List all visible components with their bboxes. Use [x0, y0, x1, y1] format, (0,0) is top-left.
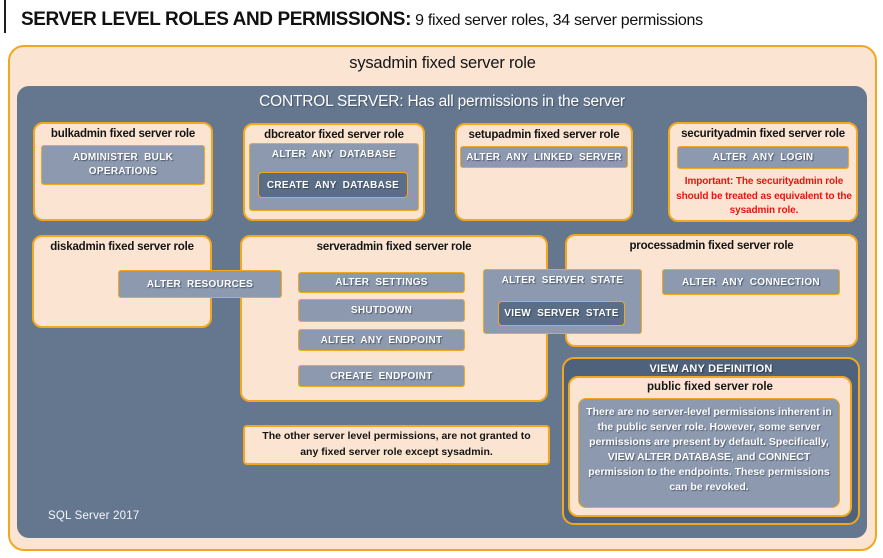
diskadmin-title: diskadmin fixed server role — [50, 241, 194, 253]
role-box-setupadmin: setupadmin fixed server role ALTER ANY L… — [455, 123, 633, 221]
role-box-bulkadmin: bulkadmin fixed server role ADMINISTER B… — [33, 122, 213, 221]
control-server-title: CONTROL SERVER: Has all permissions in t… — [259, 93, 625, 110]
page-title-bold: SERVER LEVEL ROLES AND PERMISSIONS: — [21, 9, 412, 30]
permission-view-any-definition: VIEW ANY DEFINITION — [649, 363, 773, 375]
view-any-definition-box: VIEW ANY DEFINITION public fixed server … — [562, 357, 860, 525]
page-title: SERVER LEVEL ROLES AND PERMISSIONS: 9 fi… — [21, 9, 703, 31]
dbcreator-title: dbcreator fixed server role — [264, 129, 404, 141]
serveradmin-title: serveradmin fixed server role — [316, 241, 472, 253]
role-box-public: public fixed server role There are no se… — [568, 376, 852, 517]
public-role-title: public fixed server role — [647, 381, 773, 393]
control-server-box: CONTROL SERVER: Has all permissions in t… — [17, 86, 867, 538]
permission-alter-server-state: ALTER SERVER STATE VIEW SERVER STATE — [483, 269, 642, 334]
permission-alter-any-login: ALTER ANY LOGIN — [677, 146, 849, 169]
permission-alter-any-linked-server: ALTER ANY LINKED SERVER — [460, 146, 628, 168]
role-box-securityadmin: securityadmin fixed server role ALTER AN… — [668, 122, 858, 222]
permission-create-endpoint: CREATE ENDPOINT — [298, 365, 465, 387]
public-role-note: There are no server-level permissions in… — [578, 398, 840, 508]
setupadmin-title: setupadmin fixed server role — [468, 129, 620, 141]
permission-shutdown: SHUTDOWN — [298, 299, 465, 322]
other-permissions-note: The other server level permissions, are … — [243, 425, 550, 465]
permission-view-server-state: VIEW SERVER STATE — [498, 301, 625, 326]
permission-alter-any-database-label: ALTER ANY DATABASE — [271, 149, 397, 160]
permission-alter-any-connection: ALTER ANY CONNECTION — [662, 269, 840, 295]
page-title-subtext: 9 fixed server roles, 34 server permissi… — [411, 12, 703, 29]
bulkadmin-title: bulkadmin fixed server role — [50, 128, 196, 140]
securityadmin-warning: Important: The securityadmin role should… — [676, 176, 852, 216]
slide-edge-artifact — [4, 0, 6, 33]
sql-server-version-label: SQL Server 2017 — [48, 510, 140, 522]
securityadmin-title: securityadmin fixed server role — [681, 128, 845, 140]
processadmin-title: processadmin fixed server role — [629, 240, 794, 252]
permission-administer-bulk-operations: ADMINISTER BULK OPERATIONS — [41, 145, 205, 185]
sysadmin-role-box: sysadmin fixed server role CONTROL SERVE… — [8, 45, 877, 551]
permission-alter-settings: ALTER SETTINGS — [298, 272, 465, 293]
permission-alter-resources: ALTER RESOURCES — [118, 270, 282, 298]
permission-alter-any-endpoint: ALTER ANY ENDPOINT — [298, 329, 465, 351]
sysadmin-role-title: sysadmin fixed server role — [349, 54, 536, 72]
permission-create-any-database: CREATE ANY DATABASE — [258, 172, 408, 198]
role-box-dbcreator: dbcreator fixed server role ALTER ANY DA… — [243, 123, 425, 221]
permission-alter-any-database: ALTER ANY DATABASE CREATE ANY DATABASE — [249, 143, 419, 211]
permission-alter-server-state-label: ALTER SERVER STATE — [501, 275, 624, 286]
